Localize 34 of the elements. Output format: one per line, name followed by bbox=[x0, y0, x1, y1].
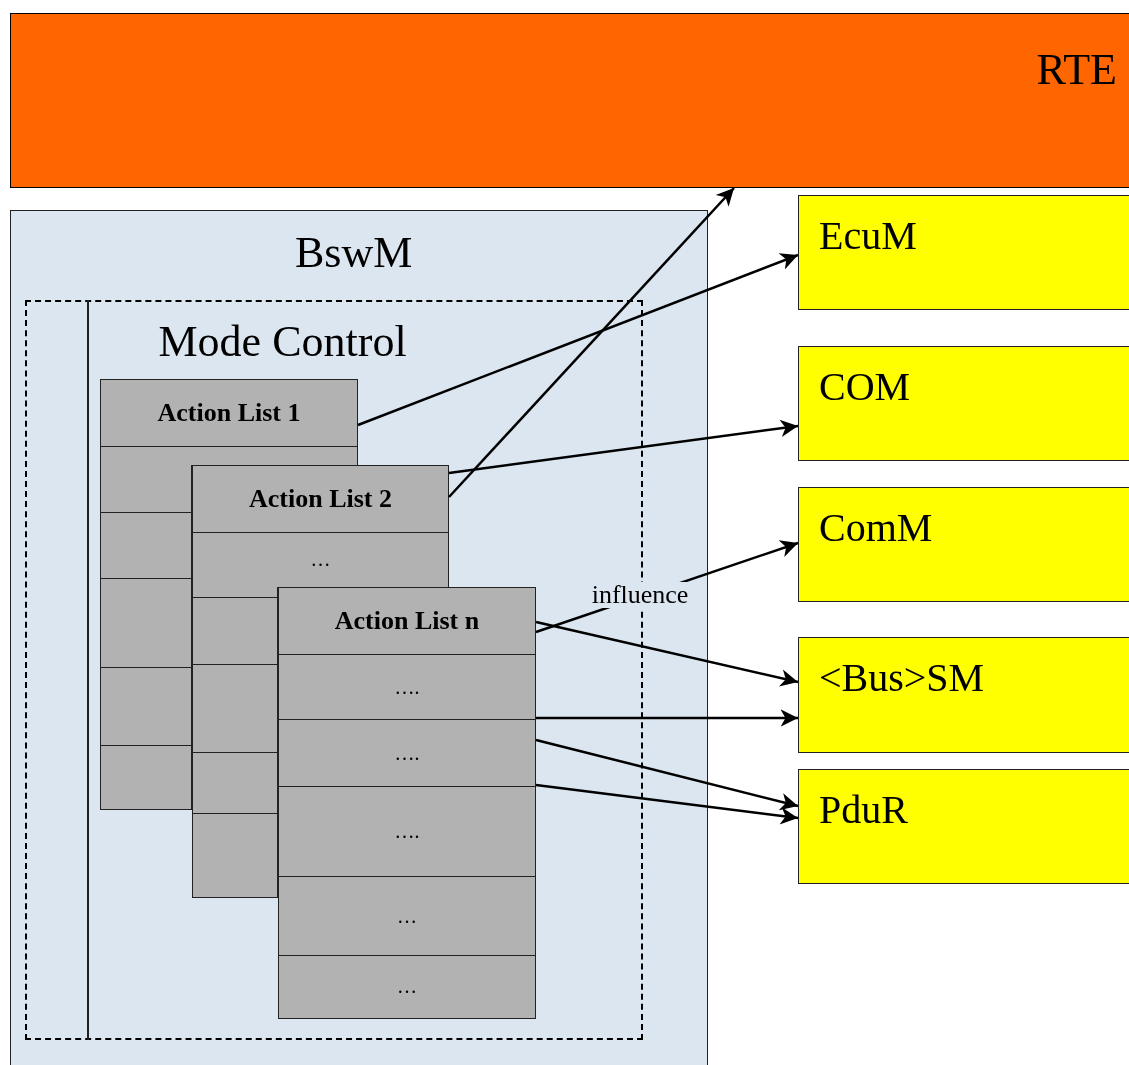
module-label: <Bus>SM bbox=[819, 654, 985, 701]
list-row: …. bbox=[278, 719, 536, 787]
module-box bbox=[798, 195, 1129, 310]
arrow bbox=[535, 738, 799, 811]
group-title: Mode Control bbox=[158, 315, 407, 367]
module-label: PduR bbox=[819, 786, 908, 833]
layer-label: RTE bbox=[1036, 44, 1117, 95]
list-row: … bbox=[278, 876, 536, 956]
arrow bbox=[536, 709, 798, 727]
list-title: Action List n bbox=[278, 587, 536, 655]
action-list-table bbox=[192, 465, 449, 587]
module-box bbox=[798, 769, 1129, 884]
list-title: Action List 1 bbox=[100, 379, 358, 447]
list-row: …. bbox=[278, 785, 536, 878]
module-panel bbox=[10, 210, 708, 1065]
layer-band bbox=[10, 13, 1129, 188]
list-row: … bbox=[278, 954, 536, 1019]
module-label: ComM bbox=[819, 504, 933, 551]
module-box bbox=[798, 487, 1129, 602]
module-box bbox=[798, 637, 1129, 753]
module-title: BswM bbox=[295, 227, 413, 278]
arrow bbox=[535, 620, 799, 687]
arrow bbox=[357, 253, 799, 427]
edge-label: influence bbox=[590, 581, 690, 608]
arrow bbox=[535, 783, 799, 825]
module-label: COM bbox=[819, 363, 911, 410]
module-label: EcuM bbox=[819, 212, 917, 259]
list-row: …. bbox=[278, 653, 536, 721]
list-title: Action List 2 bbox=[192, 465, 449, 533]
arrow bbox=[448, 187, 735, 498]
action-list-table bbox=[100, 379, 358, 465]
list-row: … bbox=[192, 531, 449, 587]
module-box bbox=[798, 346, 1129, 461]
arrow bbox=[448, 419, 799, 475]
